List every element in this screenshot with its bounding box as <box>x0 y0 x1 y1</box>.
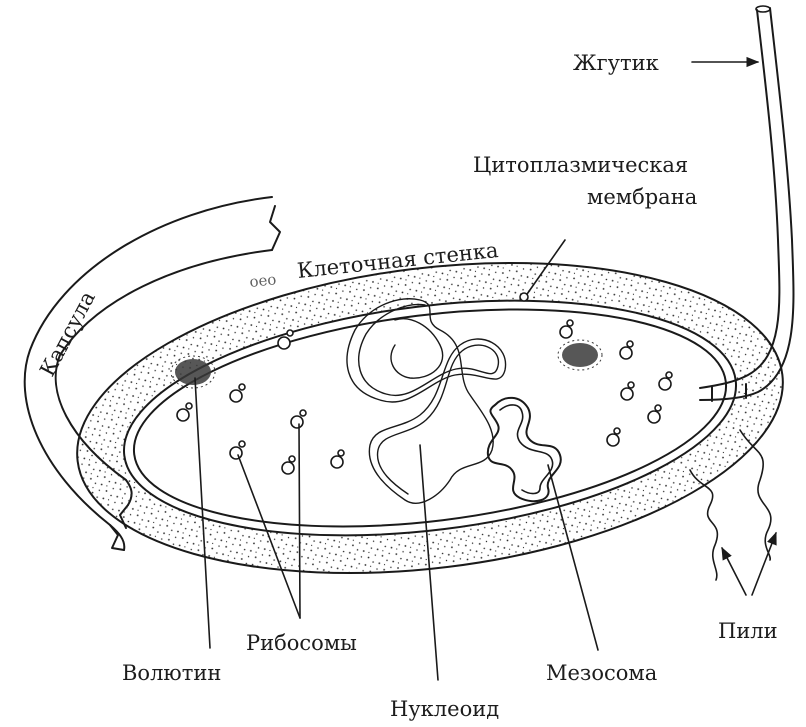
label-nucleoid: Нуклеоид <box>390 697 499 721</box>
mesosome <box>486 396 562 503</box>
ribosomes <box>176 319 673 475</box>
label-membrane-line2: мембрана <box>587 185 697 209</box>
nucleoid-pointer <box>419 444 439 681</box>
label-flagellum: Жгутик <box>573 51 659 75</box>
label-volutin: Волютин <box>122 661 221 685</box>
flagellum <box>699 5 795 402</box>
volutin-granule <box>557 339 603 371</box>
membrane-pointer-dot <box>519 292 529 302</box>
cell-wall <box>76 261 784 575</box>
pili <box>689 429 772 581</box>
label-pili: Пили <box>718 619 778 643</box>
mesosome-pointer <box>547 464 599 651</box>
pili-pointer-2 <box>751 531 777 596</box>
volutin-granule <box>170 355 216 389</box>
membrane-pointer <box>524 239 566 298</box>
leader-lines <box>194 56 777 681</box>
nucleoid <box>346 298 507 504</box>
ribosome-pointer-1 <box>237 454 301 619</box>
volutin-pointer <box>194 377 211 649</box>
label-cell-wall-fragment: oeo <box>249 270 278 291</box>
pili-pointer-1 <box>721 546 747 596</box>
label-membrane-line1: Цитоплазмическая <box>473 153 688 177</box>
label-ribosomes: Рибосомы <box>246 631 357 655</box>
label-mesosome: Мезосома <box>546 661 657 685</box>
ribosome-pointer-2 <box>298 423 301 619</box>
label-capsule: Капсула <box>35 287 100 380</box>
